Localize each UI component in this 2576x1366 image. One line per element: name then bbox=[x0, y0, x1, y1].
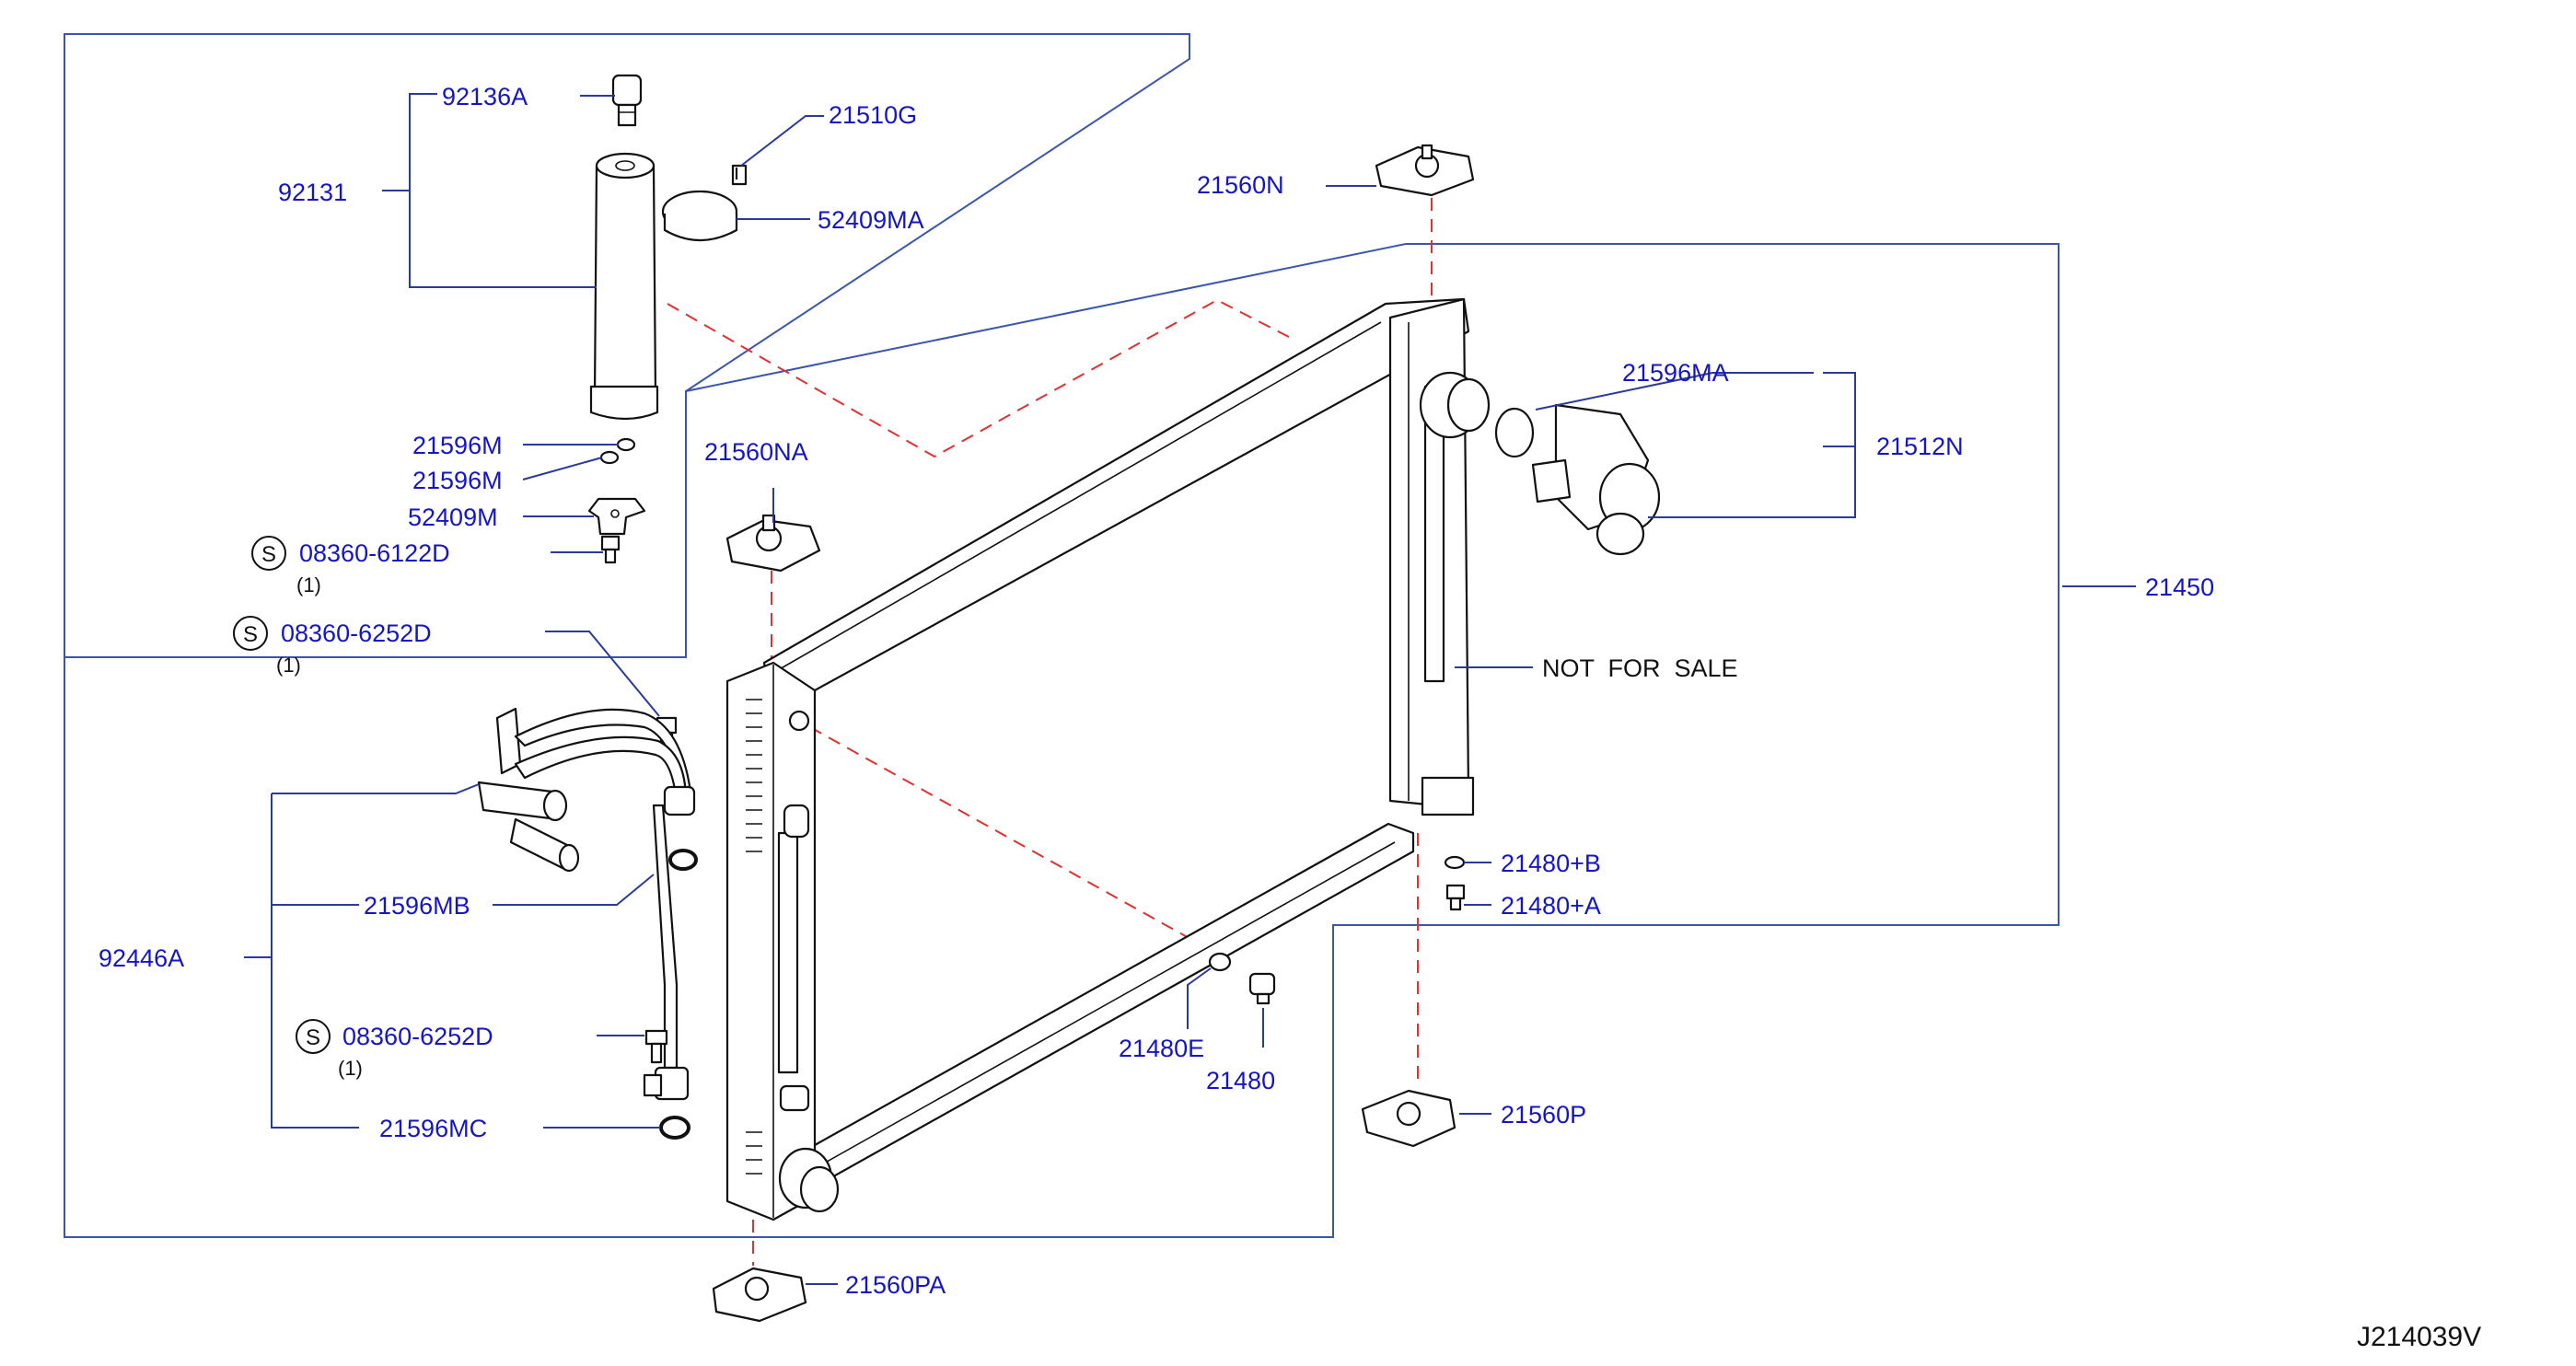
water-inlet-21512n bbox=[1531, 403, 1661, 556]
label-21596ma: 21596MA bbox=[1622, 359, 1729, 387]
label-21596m-lower: 21596M bbox=[412, 467, 503, 494]
bolt-08360-6252d-lower bbox=[644, 1029, 668, 1064]
o-ring-21480e bbox=[1208, 952, 1232, 972]
diagram-reference-code: J214039V bbox=[2357, 1322, 2481, 1352]
o-ring-21596mb bbox=[668, 849, 698, 871]
o-ring-21596mc bbox=[659, 1116, 690, 1140]
radiator-group-box bbox=[64, 243, 2060, 1238]
label-92446a: 92446A bbox=[99, 944, 184, 972]
pressure-switch bbox=[611, 74, 643, 127]
qty-6122d: (1) bbox=[296, 573, 321, 596]
radiator-core bbox=[725, 297, 1475, 1221]
clamp-52409ma bbox=[661, 190, 738, 242]
s-symbol-6122d: S bbox=[261, 542, 276, 567]
part-labels: 92136A 92131 21510G 52409MA 21560N 21596… bbox=[99, 83, 2214, 1299]
label-52409ma: 52409MA bbox=[818, 206, 924, 234]
bracket-52409m bbox=[587, 497, 646, 536]
o-rings-21596m bbox=[599, 437, 636, 465]
label-21480: 21480 bbox=[1206, 1067, 1275, 1094]
bolt-08360-6122d bbox=[600, 535, 621, 564]
label-21512n: 21512N bbox=[1876, 433, 1964, 460]
mount-cushion-21560n bbox=[1375, 144, 1475, 197]
leader-lines bbox=[244, 93, 2136, 1285]
bolt-21510g bbox=[731, 164, 748, 186]
receiver-drier-tank bbox=[589, 152, 659, 421]
label-08360-6122d: 08360-6122D bbox=[299, 539, 450, 567]
label-21560pa: 21560PA bbox=[845, 1271, 946, 1299]
label-21480e: 21480E bbox=[1119, 1035, 1204, 1062]
radiator-inlet-pipe bbox=[1419, 371, 1491, 439]
mount-cushion-21560pa bbox=[712, 1267, 807, 1323]
standard-part-markers: S S S (1) (1) (1) bbox=[233, 536, 363, 1080]
label-08360-6252d-upper: 08360-6252D bbox=[281, 619, 432, 647]
washer-21480b bbox=[1444, 855, 1466, 870]
label-92136a: 92136A bbox=[442, 83, 528, 110]
label-21450: 21450 bbox=[2145, 573, 2214, 601]
alignment-lines bbox=[667, 198, 1433, 1266]
mount-cushion-21560p bbox=[1361, 1089, 1456, 1148]
s-symbol-6252d-lower: S bbox=[306, 1025, 320, 1050]
drain-plug-21480 bbox=[1248, 972, 1276, 1005]
label-21480a: 21480+A bbox=[1501, 892, 1601, 920]
qty-6252d-lower: (1) bbox=[338, 1057, 363, 1080]
qty-6252d-upper: (1) bbox=[276, 654, 301, 677]
label-21510g: 21510G bbox=[829, 101, 917, 129]
s-symbol-6252d-upper: S bbox=[243, 622, 258, 647]
mount-cushion-21560na bbox=[725, 514, 821, 573]
label-21480b: 21480+B bbox=[1501, 850, 1601, 877]
gasket-21596ma bbox=[1494, 407, 1535, 458]
label-21560n: 21560N bbox=[1197, 171, 1284, 199]
label-21596m-upper: 21596M bbox=[412, 432, 503, 459]
label-21560p: 21560P bbox=[1501, 1101, 1586, 1129]
bolt-21480a bbox=[1445, 884, 1466, 911]
label-08360-6252d-lower: 08360-6252D bbox=[342, 1023, 493, 1050]
label-21596mc: 21596MC bbox=[379, 1115, 487, 1142]
label-92131: 92131 bbox=[278, 179, 347, 206]
label-21596mb: 21596MB bbox=[364, 892, 470, 920]
not-for-sale-note: NOT FOR SALE bbox=[1542, 654, 1738, 682]
condenser-pipe-assembly bbox=[477, 707, 696, 1101]
label-52409m: 52409M bbox=[408, 504, 498, 531]
label-21560na: 21560NA bbox=[704, 438, 808, 466]
